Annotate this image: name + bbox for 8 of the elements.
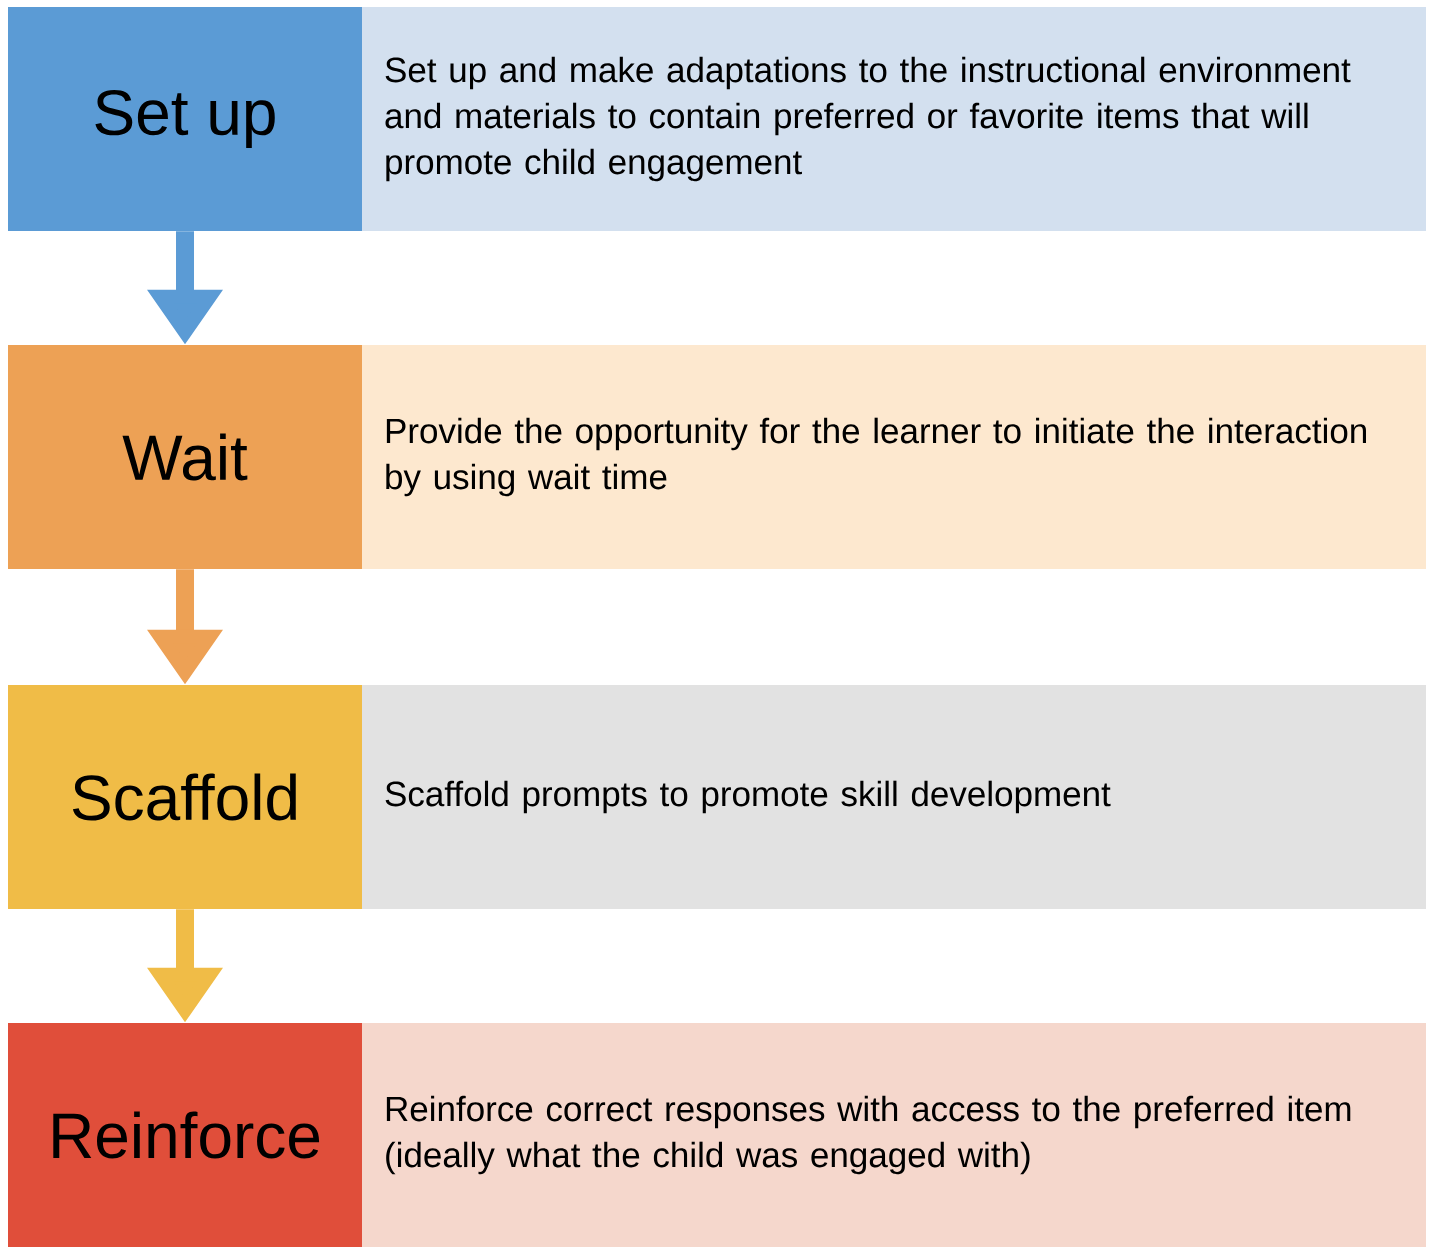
step-box: Wait — [8, 345, 362, 569]
step-box: Set up — [8, 7, 362, 231]
step-box: Reinforce — [8, 1023, 362, 1247]
description-box: Reinforce correct responses with access to the preferred item (ideally what the child was engaged with) — [362, 1023, 1426, 1247]
description-box: Set up and make adaptations to the instructional environment and materials to contain preferred or favorite items that will promote child engagement — [362, 7, 1426, 231]
description-box: Provide the opportunity for the learner to initiate the interaction by using wait time — [362, 345, 1426, 569]
step-box: Scaffold — [8, 685, 362, 909]
description-box: Scaffold prompts to promote skill development — [362, 685, 1426, 909]
